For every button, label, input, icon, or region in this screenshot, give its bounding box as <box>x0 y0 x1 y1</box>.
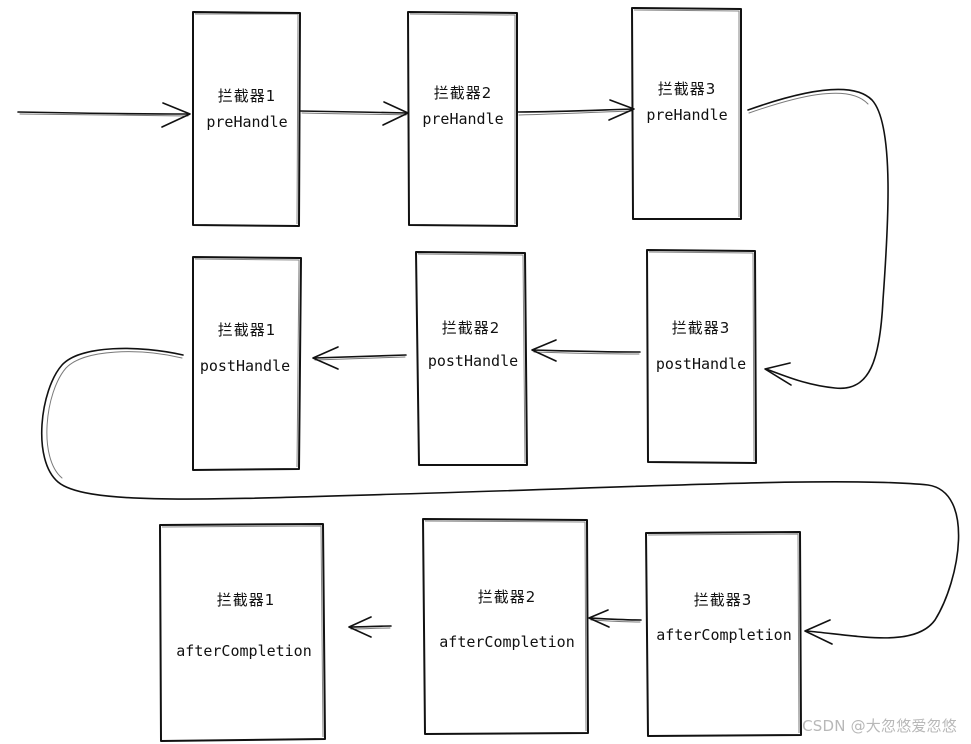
node-post2: 拦截器2 postHandle <box>415 251 528 466</box>
node-method: afterCompletion <box>439 633 574 651</box>
edge-pre2-pre3 <box>517 99 635 121</box>
node-pre3: 拦截器3 preHandle <box>631 7 742 220</box>
watermark-text: CSDN @大忽悠爱忽悠 <box>802 717 957 735</box>
node-label: 拦截器3 <box>672 319 731 337</box>
node-method: postHandle <box>656 355 746 373</box>
node-label: 拦截器2 <box>434 84 493 102</box>
edge-after3-after2 <box>588 609 642 628</box>
edge-entry-pre1 <box>17 102 191 128</box>
edge-pre1-pre2 <box>299 101 409 126</box>
node-post3: 拦截器3 postHandle <box>646 249 757 464</box>
node-method: preHandle <box>422 110 503 128</box>
node-after1: 拦截器1 afterCompletion <box>159 523 326 742</box>
node-after2: 拦截器2 afterCompletion <box>422 518 589 735</box>
node-pre2: 拦截器2 preHandle <box>407 11 518 227</box>
node-after3: 拦截器3 afterCompletion <box>645 531 802 737</box>
node-method: afterCompletion <box>656 626 791 644</box>
edge-after2-exit <box>348 616 392 638</box>
node-post1: 拦截器1 postHandle <box>192 256 302 471</box>
node-label: 拦截器1 <box>217 591 276 609</box>
node-method: postHandle <box>200 357 290 375</box>
node-label: 拦截器2 <box>442 319 501 337</box>
edge-post1-after3 <box>40 347 960 645</box>
node-label: 拦截器3 <box>694 591 753 609</box>
node-label: 拦截器1 <box>218 87 277 105</box>
node-method: afterCompletion <box>176 642 311 660</box>
node-method: preHandle <box>646 106 727 124</box>
edge-post3-post2 <box>531 339 641 362</box>
node-label: 拦截器2 <box>478 588 537 606</box>
edge-pre3-post3 <box>747 88 889 390</box>
node-label: 拦截器3 <box>658 80 717 98</box>
node-method: postHandle <box>428 352 518 370</box>
edge-post2-post1 <box>312 346 407 370</box>
node-method: preHandle <box>206 113 287 131</box>
node-label: 拦截器1 <box>218 321 277 339</box>
node-pre1: 拦截器1 preHandle <box>192 11 301 227</box>
